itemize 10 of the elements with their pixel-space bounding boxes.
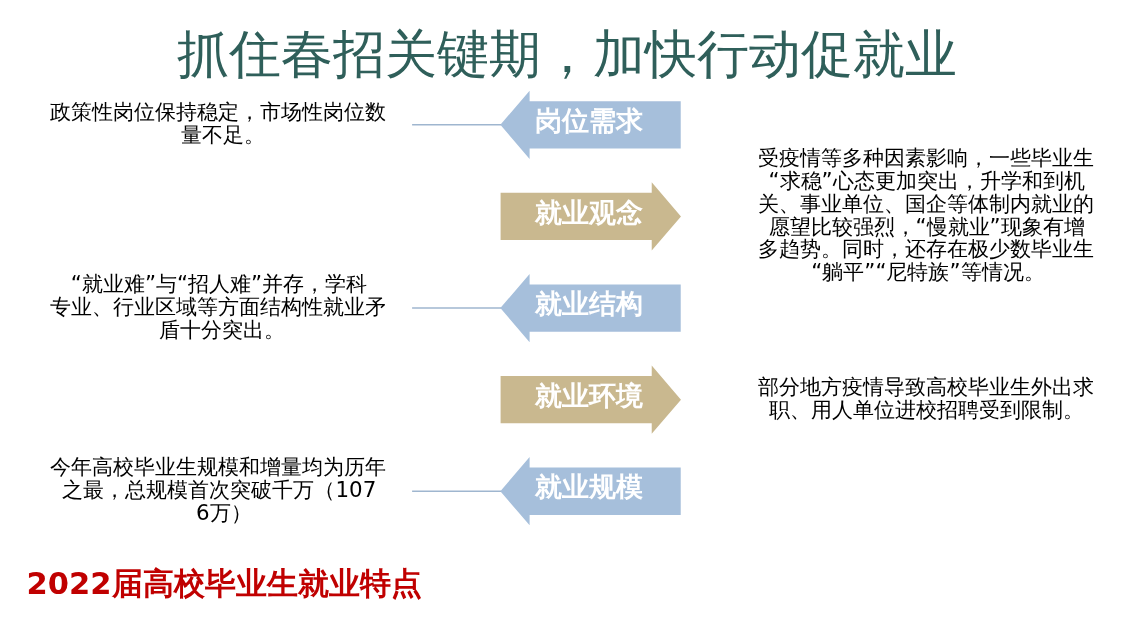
connector (411, 489, 502, 492)
diagram-title: 抓住春招关键期，加快行动促就业 (177, 23, 957, 84)
node-text: 今年高校毕业生规模和增量均为历年之最，总规模首次突破千万（1076万） (50, 453, 387, 525)
node-text: 受疫情等多种因素影响，一些毕业生“求稳”心态更加突出，升学和到机关、事业单位、国企等体制内就业的愿望比较强烈，“慢就业”现象有增多趋势。同时，还存在极少数毕业生“躺平”“尼特族”等情况。 (757, 144, 1094, 284)
node-text: 政策性岗位保持稳定，市场性岗位数量不足。 (50, 98, 387, 147)
node-text: 部分地方疫情导致高校毕业生外出求职、用人单位进校招聘受到限制。 (757, 373, 1094, 422)
node-text: “就业难”与“招人难”并存，学科专业、行业区域等方面结构性就业矛盾十分突出。 (50, 270, 387, 342)
label: 2022届高校毕业生就业特点 (26, 565, 422, 601)
connector (411, 123, 502, 126)
connector (411, 306, 502, 309)
